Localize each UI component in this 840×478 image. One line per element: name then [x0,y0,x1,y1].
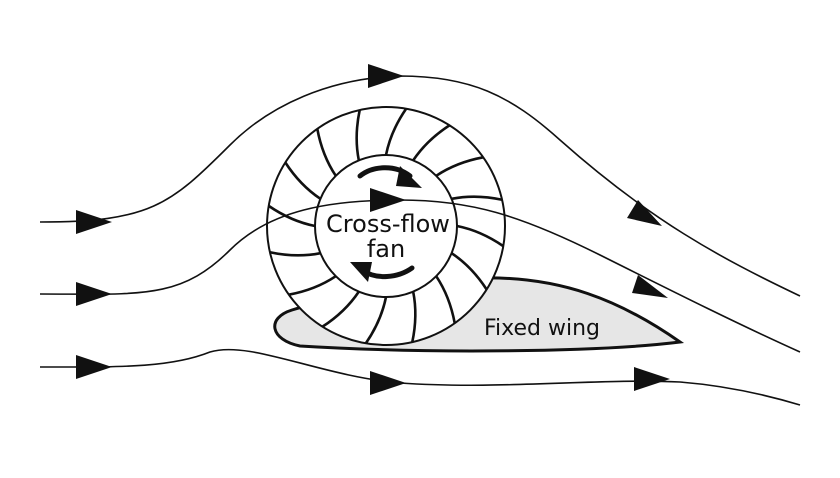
streamline-bottom [39,348,801,406]
arrowhead-icon [76,355,112,379]
arrowhead-icon [634,367,670,391]
fan-blade [435,275,456,324]
fan-blade [284,161,322,200]
fan-blade [384,107,408,156]
fan-label-line2: fan [367,235,405,263]
curved-arrowhead-icon [396,166,422,188]
arrowhead-icon [627,200,662,226]
fan-blade [316,128,337,177]
cross-flow-fan [266,106,506,346]
curved-arrowhead-icon [350,262,372,282]
fan-blade [355,109,361,161]
fan-blade [456,224,505,248]
fan-blade [321,290,360,328]
fan-blade [288,275,337,296]
arrowhead-icon [370,371,406,395]
fan-label-line1: Cross-flow [326,210,450,238]
flow-arrows [76,64,670,395]
fan-blade [411,291,417,343]
arrowhead-icon [368,64,404,88]
fan-blade [267,204,316,228]
wing-label: Fixed wing [484,316,600,341]
fan-blade [451,195,503,201]
fan-blades [267,107,505,345]
fan-blade [450,252,488,291]
arrowhead-icon [370,188,406,212]
fan-blade [269,251,321,257]
arrowhead-icon [76,210,112,234]
fan-blade [364,296,388,345]
rotation-arrowheads [350,166,422,282]
fan-blade [412,124,451,162]
fan-blade [435,156,484,177]
arrowhead-icon [76,282,112,306]
arrowhead-icon [632,275,668,298]
